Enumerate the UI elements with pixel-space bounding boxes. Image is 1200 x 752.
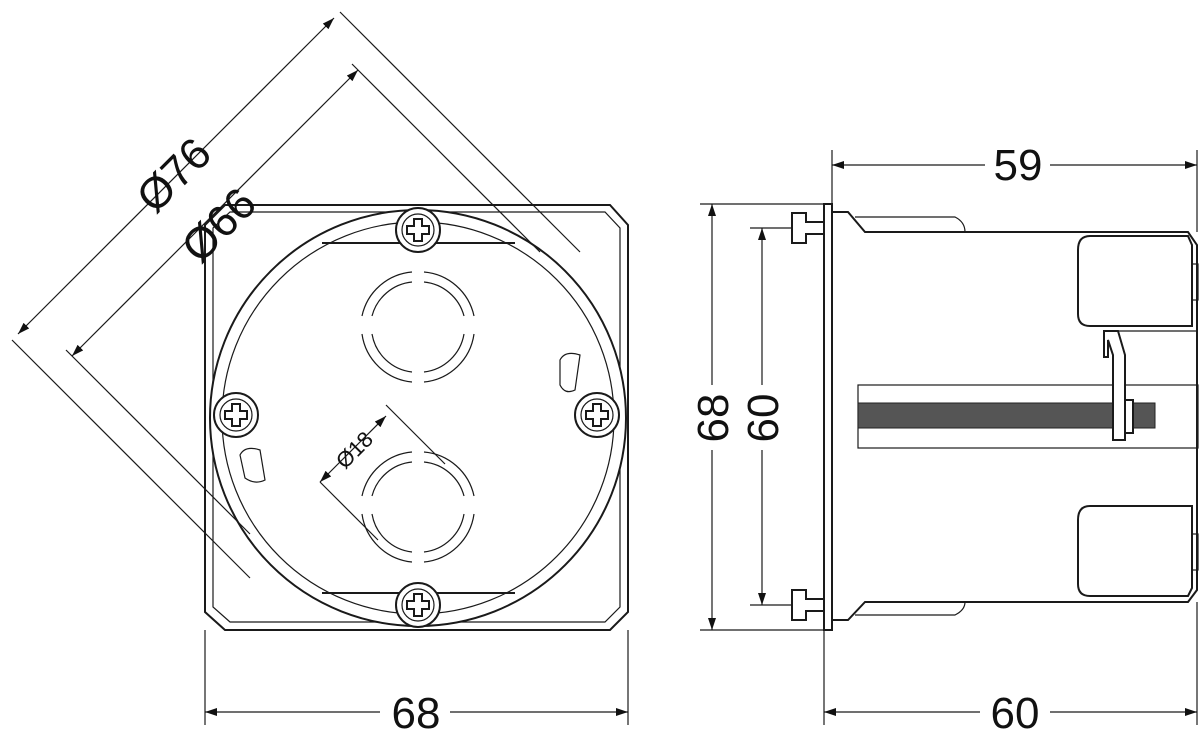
width-label: 68: [392, 689, 441, 738]
box-rim-outer: [209, 209, 627, 627]
screw-icon: [395, 582, 441, 628]
claw-bracket: [1103, 330, 1126, 441]
side-view: 59 60 68 60: [689, 140, 1199, 738]
flange: [823, 203, 833, 631]
screw-icon: [395, 207, 441, 253]
threaded-rod: [857, 402, 1156, 429]
depth-bottom-label: 60: [991, 689, 1040, 738]
screw-icon: [574, 392, 620, 438]
front-view: Ø18 Ø76 Ø66 68: [11, 11, 629, 738]
depth-top-label: 59: [994, 141, 1043, 190]
height-inner-label: 60: [739, 394, 788, 443]
height-outer-label: 68: [689, 394, 738, 443]
knockout-top: [361, 271, 475, 383]
screw-icon: [213, 392, 259, 438]
